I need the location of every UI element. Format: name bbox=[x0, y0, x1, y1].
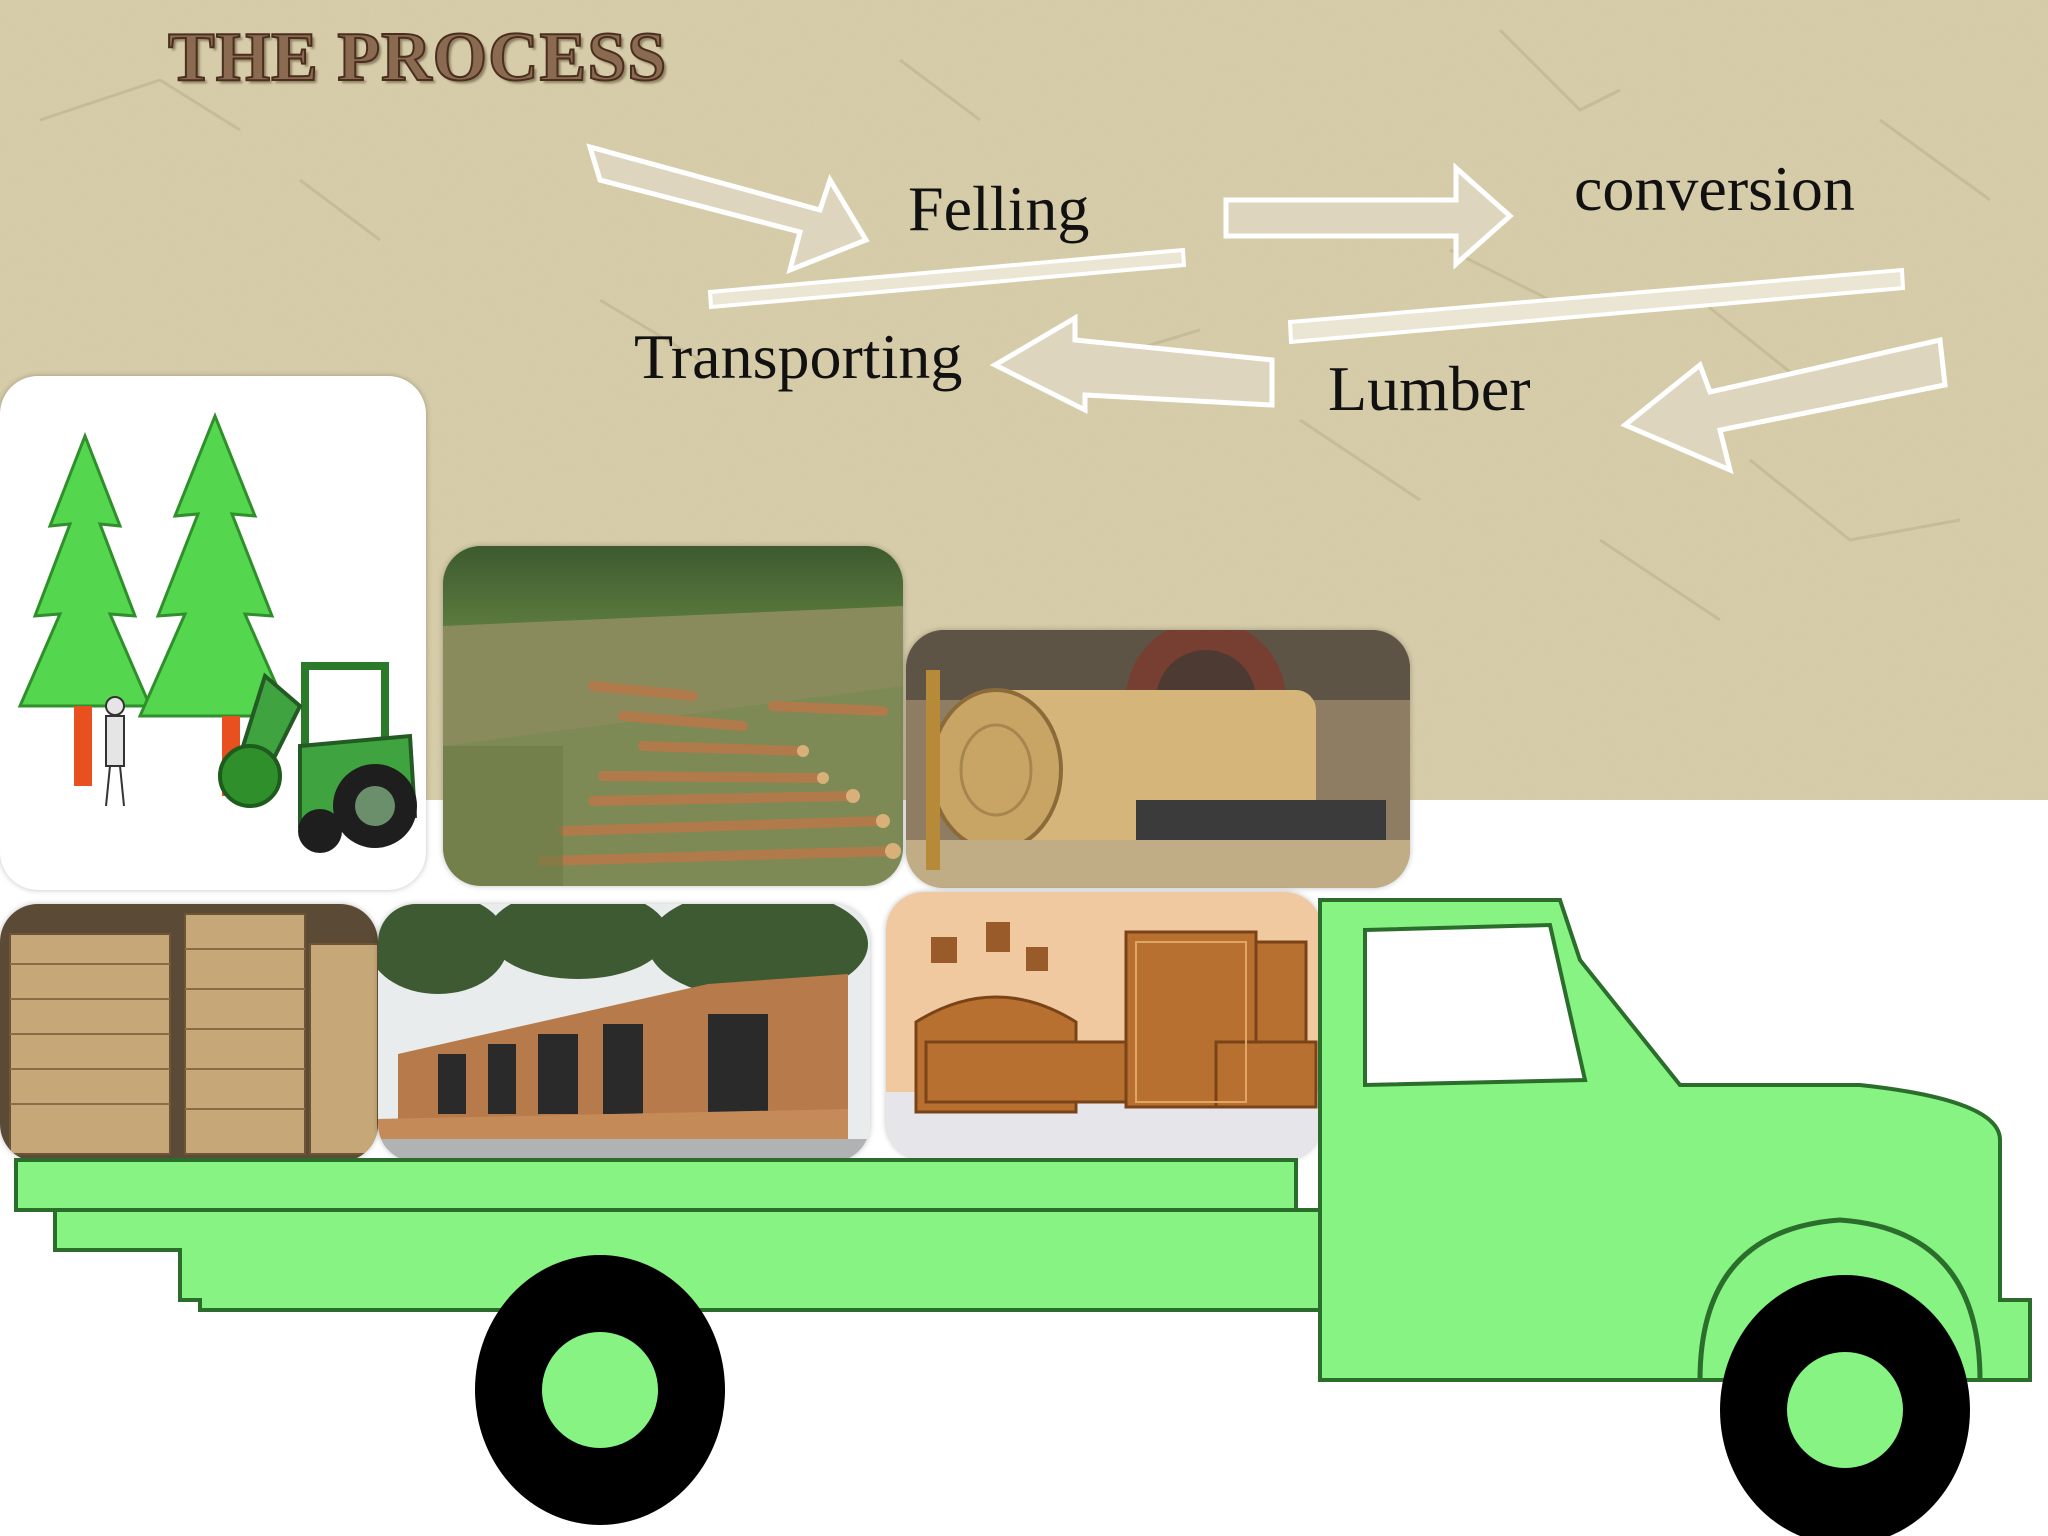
step-transporting-label: Transporting bbox=[634, 321, 963, 392]
process-arrows bbox=[586, 143, 1948, 475]
connector-conversion-bar bbox=[1287, 267, 1906, 345]
arrow-to-felling bbox=[586, 143, 870, 275]
lumber-stacks-photo bbox=[0, 904, 378, 1162]
truck-illustration bbox=[14, 898, 2032, 1536]
arrow-to-lumber bbox=[1620, 336, 1948, 475]
slide-title: THE PROCESS bbox=[167, 18, 668, 97]
felled-logs-photo bbox=[443, 546, 903, 886]
connector-felling-bar bbox=[707, 247, 1187, 310]
bedroom-furniture-photo bbox=[886, 892, 1322, 1160]
step-conversion-label: conversion bbox=[1574, 153, 1855, 224]
truck-front-wheel bbox=[1720, 1275, 1970, 1536]
wooden-house-photo bbox=[378, 904, 870, 1162]
sawmill-log-photo bbox=[906, 630, 1410, 888]
arrow-to-conversion bbox=[1223, 162, 1514, 270]
truck-rear-wheel bbox=[475, 1255, 725, 1525]
arrow-to-transporting bbox=[989, 313, 1275, 415]
truck-flatbed bbox=[14, 1158, 1298, 1212]
trees-and-tractor-illustration bbox=[0, 376, 426, 890]
step-felling-label: Felling bbox=[908, 173, 1090, 244]
truck-window bbox=[1363, 922, 1588, 1088]
step-lumber-label: Lumber bbox=[1328, 353, 1531, 424]
tree-icon bbox=[17, 411, 418, 853]
